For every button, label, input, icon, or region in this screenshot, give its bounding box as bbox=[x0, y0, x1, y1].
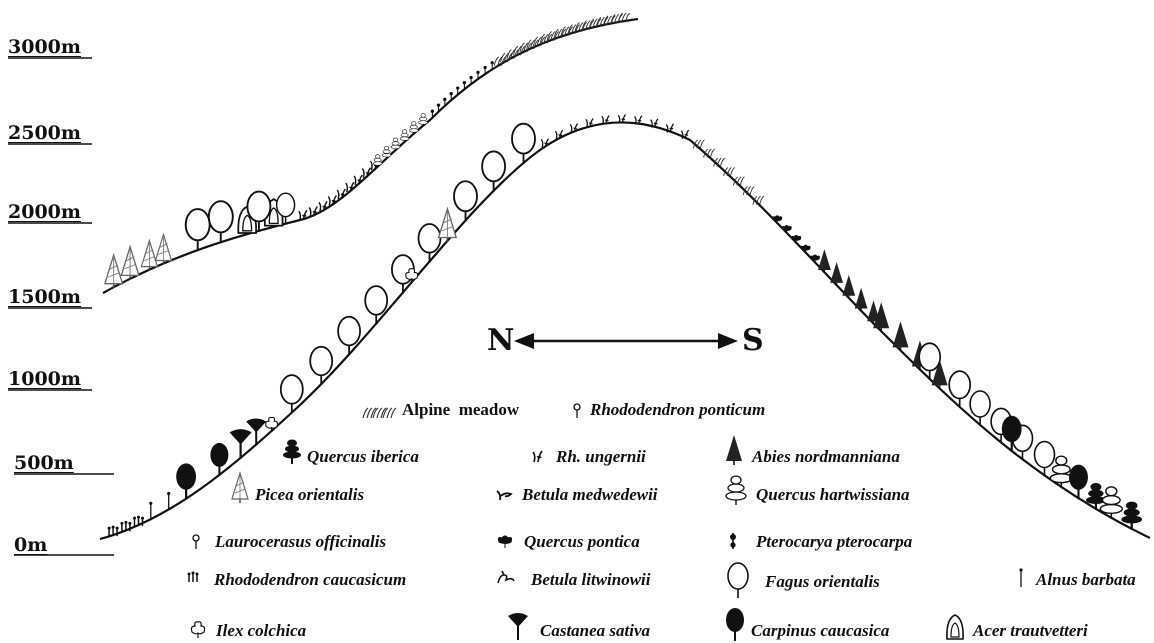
south-label: S bbox=[742, 323, 764, 358]
plant-symbol bbox=[209, 201, 233, 243]
legend-rhododendron-ponticum: Rhododendron ponticum bbox=[590, 400, 765, 420]
plant-symbol bbox=[133, 516, 144, 527]
legend-alpine-meadow: Alpine meadow bbox=[402, 400, 519, 420]
legend-quercus-iberica: Quercus iberica bbox=[307, 447, 419, 467]
altitude-label-2000: 2000m bbox=[8, 201, 81, 223]
legend-betula-medwedewii: Betula medwedewii bbox=[522, 485, 658, 505]
plant-symbol bbox=[141, 241, 157, 271]
plant-symbol bbox=[354, 175, 362, 185]
altitude-label-500: 500m bbox=[14, 452, 74, 474]
plant-symbol bbox=[230, 429, 252, 459]
upper-slope-profile bbox=[103, 19, 638, 293]
plant-symbol bbox=[310, 347, 332, 386]
legend-carpinus-caucasica: Carpinus caucasica bbox=[751, 621, 889, 641]
plant-symbol bbox=[681, 130, 688, 139]
plant-symbol bbox=[365, 286, 387, 325]
legend-meadow-word: meadow bbox=[459, 400, 519, 419]
legend-abies-nordmanniana: Abies nordmanniana bbox=[752, 447, 900, 467]
plant-symbol bbox=[382, 146, 391, 159]
plant-symbol bbox=[893, 321, 909, 351]
legend-picea-orientalis: Picea orientalis bbox=[255, 485, 364, 505]
mountain-profile bbox=[100, 122, 1150, 539]
upper-slope-vegetation bbox=[105, 13, 630, 288]
legend-alpine-word: Alpine bbox=[402, 400, 450, 419]
legend-alnus-barbata: Alnus barbata bbox=[1036, 570, 1136, 590]
plant-symbol bbox=[338, 317, 360, 356]
main-slope-vegetation bbox=[108, 115, 1142, 537]
legend-pterocarya-pterocarpa: Pterocarya pterocarpa bbox=[756, 532, 912, 552]
plant-symbol bbox=[266, 417, 278, 432]
altitude-label-2500: 2500m bbox=[8, 122, 81, 144]
legend-ilex-colchica: Ilex colchica bbox=[216, 621, 306, 641]
plant-symbol bbox=[949, 371, 970, 408]
altitude-label-1500: 1500m bbox=[8, 286, 81, 308]
plant-symbol bbox=[830, 262, 843, 286]
plant-symbol bbox=[419, 114, 428, 127]
plant-symbol bbox=[391, 138, 400, 151]
plant-symbol bbox=[346, 182, 354, 192]
north-label: N bbox=[487, 323, 514, 358]
legend-fagus-orientalis: Fagus orientalis bbox=[765, 572, 880, 592]
plant-symbol bbox=[792, 235, 801, 243]
plant-symbol bbox=[409, 122, 418, 135]
plant-symbol bbox=[512, 124, 535, 164]
plant-symbol bbox=[439, 209, 457, 242]
altitude-label-3000: 3000m bbox=[8, 36, 81, 58]
legend-rh-ungernii: Rh. ungernii bbox=[556, 447, 646, 467]
plant-symbol bbox=[120, 521, 131, 532]
plant-symbol bbox=[337, 189, 345, 199]
plant-symbol bbox=[818, 249, 831, 273]
legend-castanea-sativa: Castanea sativa bbox=[540, 621, 650, 641]
legend-quercus-pontica: Quercus pontica bbox=[524, 532, 640, 552]
plant-symbol bbox=[454, 181, 477, 221]
plant-symbol bbox=[121, 247, 139, 280]
plant-symbol bbox=[362, 168, 370, 178]
altitude-label-1000: 1000m bbox=[8, 368, 81, 390]
plant-symbol bbox=[801, 245, 810, 253]
plant-symbol bbox=[482, 151, 505, 191]
plant-symbol bbox=[773, 216, 782, 224]
legend-acer-trautvetteri: Acer trautvetteri bbox=[973, 621, 1088, 641]
altitude-label-0: 0m bbox=[14, 534, 47, 556]
north-south-arrow bbox=[514, 333, 738, 349]
plant-symbol bbox=[855, 288, 868, 312]
legend-laurocerasus-officinalis: Laurocerasus officinalis bbox=[215, 532, 386, 552]
legend-quercus-hartwissiana: Quercus hartwissiana bbox=[756, 485, 910, 505]
legend-betula-litwinowii: Betula litwinowii bbox=[531, 570, 651, 590]
plant-symbol bbox=[782, 225, 791, 233]
plant-symbol bbox=[105, 255, 123, 288]
legend-rhododendron-caucasicum: Rhododendron caucasicum bbox=[214, 570, 406, 590]
plant-symbol bbox=[156, 235, 172, 265]
plant-symbol bbox=[108, 526, 119, 537]
plant-symbol bbox=[186, 209, 210, 251]
legend-symbols bbox=[188, 404, 1023, 641]
plant-symbol bbox=[810, 255, 819, 263]
plant-symbol bbox=[400, 130, 409, 143]
plant-symbol bbox=[970, 391, 990, 426]
plant-symbol bbox=[419, 224, 441, 263]
plant-symbol bbox=[281, 375, 303, 414]
plant-symbol bbox=[842, 275, 855, 299]
